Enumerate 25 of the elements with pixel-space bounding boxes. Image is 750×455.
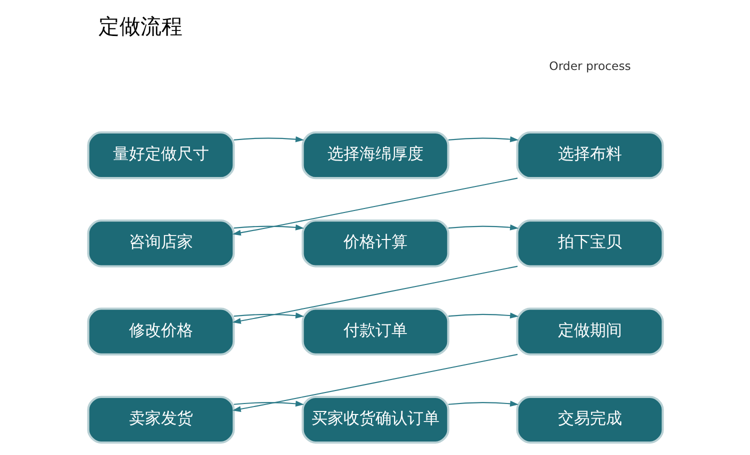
- arrow: [448, 136, 518, 142]
- arrow: [448, 400, 518, 407]
- node-box: 卖家发货: [86, 396, 234, 444]
- node-box: 量好定做尺寸: [86, 131, 234, 180]
- node-box: 定做期间: [516, 308, 664, 356]
- diagram-title: 定做流程: [98, 14, 182, 40]
- arrow: [448, 224, 518, 230]
- arrow: [233, 224, 304, 230]
- node-box: 咨询店家: [86, 220, 234, 268]
- node-box: 价格计算: [301, 220, 449, 268]
- node-box: 选择布料: [516, 131, 664, 180]
- arrow: [233, 136, 304, 142]
- arrow: [232, 178, 518, 236]
- arrow: [448, 312, 518, 319]
- arrow: [232, 266, 518, 324]
- node-box: 交易完成: [516, 396, 664, 444]
- node-box: 付款订单: [301, 308, 449, 356]
- node-box: 拍下宝贝: [516, 220, 664, 268]
- label: Order process: [548, 59, 630, 74]
- node-box: 修改价格: [86, 308, 234, 356]
- arrow: [233, 312, 304, 319]
- node-box: 选择海绵厚度: [301, 131, 449, 180]
- arrow: [233, 400, 304, 407]
- arrow: [232, 354, 518, 412]
- node-box: 买家收货确认订单: [301, 396, 449, 444]
